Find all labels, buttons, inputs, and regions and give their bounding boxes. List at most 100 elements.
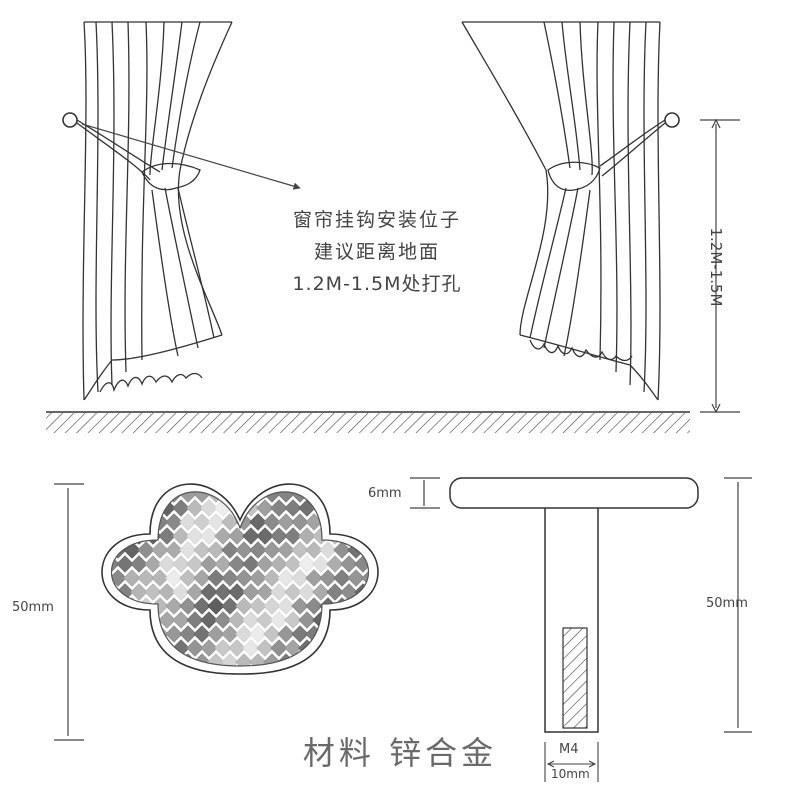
crystal-facet	[152, 458, 169, 475]
cap-thickness-label: 6mm	[368, 486, 402, 501]
crystal-facet	[159, 472, 176, 489]
crystal-facet	[222, 458, 239, 475]
crystal-facet	[130, 555, 148, 573]
crystal-facet	[235, 541, 253, 559]
crystal-facet	[131, 668, 148, 685]
crystal-facet	[172, 611, 190, 629]
crystal-facet	[298, 527, 316, 545]
crystal-facet	[172, 499, 190, 517]
crystal-facet	[256, 583, 274, 601]
crystal-facet	[354, 555, 369, 573]
cap-thickness-dimension	[410, 477, 440, 509]
crystal-facet	[207, 569, 225, 587]
crystal-facet	[278, 458, 295, 475]
crystal-facet	[256, 527, 274, 545]
crystal-facet	[111, 513, 127, 531]
crystal-facet	[151, 569, 169, 587]
crystal-facet	[82, 598, 99, 615]
crystal-facet	[285, 668, 302, 685]
crystal-facet	[82, 458, 99, 475]
crystal-facet	[354, 611, 369, 629]
crystal-facet	[284, 583, 302, 601]
crystal-facet	[312, 583, 330, 601]
crystal-facet	[291, 569, 309, 587]
crystal-facet	[144, 583, 162, 601]
crystal-facet	[376, 626, 393, 643]
crystal-facet	[186, 499, 204, 517]
crystal-facet	[340, 611, 358, 629]
crystal-facet	[235, 569, 253, 587]
crystal-facet	[313, 472, 330, 489]
crystal-facet	[145, 472, 162, 489]
crystal-facet	[298, 583, 316, 601]
crystal-facet	[89, 668, 106, 685]
crystal-facet	[89, 612, 106, 629]
crystal-facet	[341, 472, 358, 489]
crystal-facet	[82, 514, 99, 531]
crystal-facet	[165, 625, 183, 643]
crystal-facet	[257, 472, 274, 489]
crystal-facet	[116, 639, 134, 657]
crystal-facet	[305, 597, 323, 615]
crystal-facet	[186, 611, 204, 629]
crystal-facet	[299, 668, 316, 685]
crystal-facet	[158, 611, 176, 629]
crystal-facet	[319, 569, 337, 587]
crystal-facet	[193, 569, 211, 587]
clover-crystal-knob	[82, 458, 400, 685]
crystal-facet	[313, 668, 330, 685]
crystal-facet	[383, 668, 400, 685]
crystal-facet	[235, 597, 253, 615]
crystal-facet	[249, 597, 267, 615]
crystal-facet	[242, 527, 260, 545]
crystal-facet	[340, 639, 358, 657]
crystal-facet	[89, 528, 106, 545]
crystal-facet	[117, 668, 134, 685]
crystal-facet	[270, 499, 288, 517]
crystal-facet	[228, 527, 246, 545]
crystal-facet	[361, 513, 369, 531]
crystal-facet	[270, 583, 288, 601]
crystal-facet	[347, 513, 365, 531]
crystal-facet	[116, 611, 134, 629]
crystal-facet	[111, 653, 113, 666]
crystal-facet	[347, 569, 365, 587]
crystal-facet	[284, 527, 302, 545]
crystal-facet	[116, 499, 134, 517]
crystal-facet	[277, 541, 295, 559]
crystal-facet	[242, 555, 260, 573]
crystal-facet	[117, 472, 134, 489]
crystal-facet	[179, 597, 197, 615]
crystal-facet	[123, 491, 141, 503]
crystal-facet	[347, 491, 365, 503]
crystal-facet	[130, 583, 148, 601]
crystal-facet	[312, 555, 330, 573]
crystal-facet	[369, 668, 386, 685]
crystal-facet	[376, 654, 393, 671]
crystal-facet	[186, 527, 204, 545]
crystal-facet	[249, 541, 267, 559]
crystal-facet	[137, 491, 155, 503]
crystal-facet	[180, 458, 197, 475]
material-label: 材料 锌合金	[302, 734, 498, 772]
floor-hatch	[46, 411, 690, 433]
crystal-facet	[130, 639, 148, 657]
crystal-facet	[186, 583, 204, 601]
stem-dimension	[544, 742, 599, 782]
crystal-facet	[306, 458, 323, 475]
crystal-facet	[383, 556, 400, 573]
crystal-facet	[221, 569, 239, 587]
crystal-facet	[263, 597, 281, 615]
crystal-facet	[228, 555, 246, 573]
crystal-facet	[111, 597, 113, 615]
crystal-facet	[376, 514, 393, 531]
crystal-facet	[207, 541, 225, 559]
crystal-facet	[207, 513, 225, 531]
knob-length-label: 50mm	[706, 596, 748, 611]
crystal-facet	[200, 527, 218, 545]
crystal-facet	[137, 653, 155, 666]
crystal-facet	[319, 653, 337, 666]
crystal-facet	[340, 555, 358, 573]
crystal-facet	[277, 513, 295, 531]
crystal-facet	[277, 625, 295, 643]
